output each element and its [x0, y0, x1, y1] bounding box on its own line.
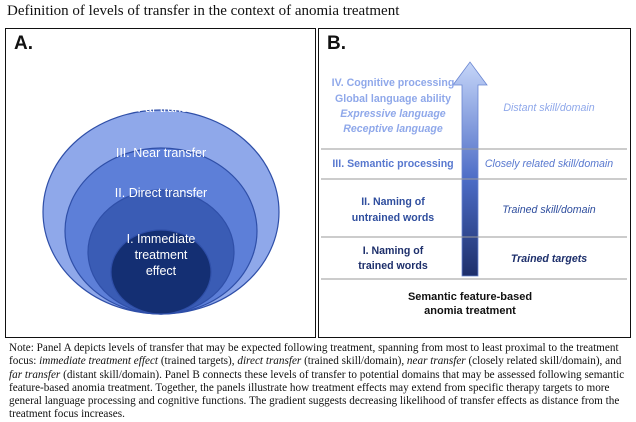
domain-label-4: Distant skill/domain	[503, 102, 594, 114]
caption-tail: (distant skill/domain). Panel B connects…	[9, 368, 625, 421]
treatment-label: Semantic feature-based	[408, 291, 532, 303]
domain-label-2: Trained skill/domain	[502, 204, 596, 216]
level-label-3: III. Semantic processing	[332, 158, 453, 170]
panel-b-label: B.	[327, 33, 346, 54]
panel-a-label: A.	[14, 33, 33, 54]
ellipse-label-level-1: effect	[146, 264, 177, 278]
caption-mid-2: (trained skill/domain),	[301, 355, 407, 368]
ellipse-label-level-2: II. Direct transfer	[115, 186, 207, 200]
level-label-2: untrained words	[352, 212, 435, 224]
level-label-2: II. Naming of	[361, 196, 425, 208]
caption-term-immediate: immediate treatment effect	[39, 355, 159, 368]
level-label-4: Global language ability	[335, 93, 451, 105]
figure-title: Definition of levels of transfer in the …	[7, 3, 400, 19]
caption-mid-3: (closely related skill/domain), and	[465, 355, 622, 368]
ellipse-label-level-1: treatment	[135, 248, 188, 262]
treatment-label: anomia treatment	[424, 305, 516, 317]
ellipse-label-level-4: IV. Far transfer	[120, 101, 202, 115]
level-label-1: I. Naming of	[363, 245, 424, 257]
domain-label-1: Trained targets	[511, 253, 587, 265]
domain-label-3: Closely related skill/domain	[485, 158, 613, 170]
ellipse-label-level-3: III. Near transfer	[116, 146, 206, 160]
caption-term-far: far transfer	[9, 368, 61, 381]
ellipse-level-1	[110, 229, 212, 315]
level-label-4: IV. Cognitive processing	[332, 77, 455, 89]
gradient-arrow-icon	[452, 61, 488, 277]
caption-mid-1: (trained targets),	[158, 355, 238, 368]
level-label-4: Expressive language	[340, 108, 446, 120]
caption-term-direct: direct transfer	[237, 355, 302, 368]
level-label-4: Receptive language	[343, 123, 443, 135]
figure-caption: Note: Panel A depicts levels of transfer…	[9, 342, 631, 422]
ellipse-label-level-1: I. Immediate	[127, 232, 196, 246]
caption-lead: Note: Panel A depicts levels of transfer…	[9, 342, 619, 368]
level-label-1: trained words	[358, 260, 428, 272]
caption-term-near: near transfer	[406, 355, 466, 368]
